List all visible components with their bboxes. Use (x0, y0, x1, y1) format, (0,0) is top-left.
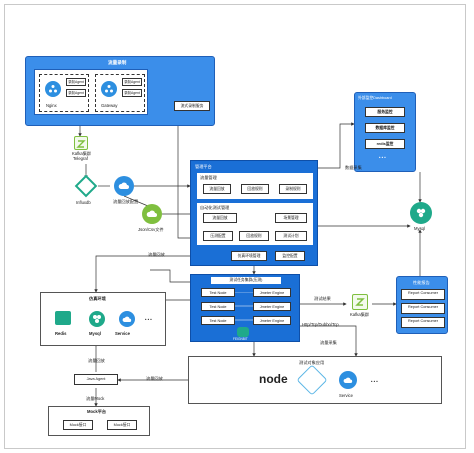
service-label: Service (339, 393, 353, 398)
mysql-label: Mysql (414, 226, 425, 231)
section-item[interactable]: 监控配置 (275, 251, 305, 261)
telegraf-label: Telegraf (73, 156, 88, 161)
env-item-label: Redis (55, 331, 67, 336)
report-consumer[interactable]: Report Consumer (401, 317, 445, 328)
section-item[interactable]: 录制规则 (279, 184, 307, 194)
json-csv-label: Json/Csv文件 (138, 227, 164, 232)
section-item[interactable]: 回放规则 (239, 231, 269, 241)
target-title: 测试对象应用 (299, 360, 325, 365)
mock-interface[interactable]: Mock接口 (107, 420, 137, 430)
section-autotest: 自动化测试管理 流量回放 场景管理 压测配置 回放规则 测试计划 (197, 203, 313, 245)
env-item-label: Service (115, 331, 130, 336)
agent-tag: 录制Agent (122, 78, 142, 86)
section-item[interactable]: 压测配置 (203, 231, 233, 241)
simulation-env-panel: 仿真环境 Redis Mysql Service • • • (40, 292, 166, 346)
mock-title: Mock平台 (87, 409, 107, 414)
platform-title: 管理平台 (195, 164, 212, 169)
report-consumer[interactable]: Report Consumer (401, 289, 445, 300)
test-task-cluster: 测试任务集群(压测) Test Node Test Node Test Node… (190, 274, 300, 342)
section-item[interactable]: 回放规则 (241, 184, 269, 194)
arrow-label: 流量回放 (146, 376, 163, 381)
section-title: 流量管理 (200, 175, 217, 180)
test-result-label: 测试结果 (314, 296, 331, 301)
trace-collect-label: 流量采集 (320, 340, 337, 345)
fabric-icon (237, 327, 249, 337)
mock-interface[interactable]: Mock接口 (63, 420, 93, 430)
section-title: 自动化测试管理 (200, 205, 230, 210)
redis-icon (55, 311, 71, 325)
jmeter-engine[interactable]: Jmeter Engine (253, 288, 291, 297)
jmeter-engine[interactable]: Jmeter Engine (253, 316, 291, 325)
node-group: 录制Agent 录制Agent Nginx 录制Agent 录制Agent Ga… (34, 69, 148, 115)
test-node[interactable]: Test Node (201, 316, 235, 325)
management-platform: 管理平台 流量管理 流量回放 回放规则 录制规则 自动化测试管理 流量回放 场景… (190, 160, 318, 266)
env-item-label: Mysql (89, 331, 101, 336)
dashboard-item[interactable]: redis监控 (365, 139, 405, 149)
mock-arrow-label: 流量Mock (86, 396, 105, 401)
mock-platform-panel: Mock平台 Mock接口 Mock接口 (48, 406, 150, 436)
java-agent-box[interactable]: Java Agent (74, 374, 118, 385)
data-collect-label: 数据采集 (345, 165, 362, 170)
protocol-trigger-label: 流量回放 (148, 252, 165, 257)
section-item[interactable]: 测试计划 (275, 231, 307, 241)
section-traffic: 流量管理 流量回放 回放规则 录制规则 (197, 173, 313, 199)
cluster-icon (45, 81, 61, 97)
section-item[interactable]: 流量回放 (203, 184, 231, 194)
node-links (235, 292, 253, 321)
kafka-icon (74, 136, 88, 150)
node-logo: node (259, 372, 288, 386)
replay-config-label: 流量回放配置 (113, 199, 139, 204)
test-node[interactable]: Test Node (201, 302, 235, 311)
cluster-icon (101, 81, 117, 97)
sdk-icon (296, 364, 328, 396)
dashboard-title: 外部监控Dashboard (358, 96, 392, 100)
jmeter-engine[interactable]: Jmeter Engine (253, 302, 291, 311)
dashboard-panel: 外部监控Dashboard 服务监控 数据库监控 redis监控 • • • (354, 92, 416, 172)
traffic-recording-panel: 流量录制 录制Agent 录制Agent Nginx 录制Agent 录制Age… (25, 56, 215, 126)
report-title: 性能报告 (413, 280, 430, 285)
agent-tag: 录制Agent (66, 89, 86, 97)
influxdb-label: Influxdb (76, 200, 91, 205)
target-app-panel: 测试对象应用 node Service • • • (188, 356, 442, 404)
report-consumer[interactable]: Report Consumer (401, 303, 445, 314)
cloud-icon (119, 311, 135, 327)
kafka-label: Kafka集群 (72, 151, 92, 156)
section-item[interactable]: 仿真环境管理 (231, 251, 267, 261)
env-title: 仿真环境 (89, 296, 106, 301)
dashboard-item[interactable]: 数据库监控 (365, 123, 405, 133)
cluster-title: 测试任务集群(压测) (211, 277, 281, 284)
performance-report-panel: 性能报告 Report Consumer Report Consumer Rep… (396, 276, 448, 334)
record-service-box[interactable]: 流式录制服务 (174, 101, 210, 111)
nginx-node[interactable]: 录制Agent 录制Agent Nginx (39, 74, 89, 112)
arrow-label: 流量回放 (88, 358, 105, 363)
kafka-icon (352, 294, 368, 310)
mysql-icon (410, 202, 432, 224)
fabric-label: FEIGNBIT (233, 337, 248, 341)
file-cloud-icon (142, 204, 162, 224)
section-item[interactable]: 场景管理 (275, 213, 307, 223)
gateway-node[interactable]: 录制Agent 录制Agent Gateway (95, 74, 145, 112)
dashboard-more: • • • (379, 155, 386, 160)
env-more: • • • (145, 317, 152, 322)
agent-tag: 录制Agent (66, 78, 86, 86)
cloud-icon (114, 176, 134, 196)
protocol-label: Http/Tcp/Dubbo/Tcp (302, 322, 339, 327)
gateway-label: Gateway (101, 103, 118, 108)
nginx-label: Nginx (46, 103, 57, 108)
section-item[interactable]: 流量回放 (203, 213, 237, 223)
canvas-frame (4, 4, 466, 449)
kafka-label: Kafka集群 (350, 312, 370, 317)
panel-title: 流量录制 (108, 60, 127, 65)
agent-tag: 录制Agent (122, 89, 142, 97)
mysql-icon (89, 311, 105, 327)
test-node[interactable]: Test Node (201, 288, 235, 297)
target-more: • • • (371, 379, 378, 384)
cloud-icon (339, 371, 357, 389)
dashboard-item[interactable]: 服务监控 (365, 107, 405, 117)
